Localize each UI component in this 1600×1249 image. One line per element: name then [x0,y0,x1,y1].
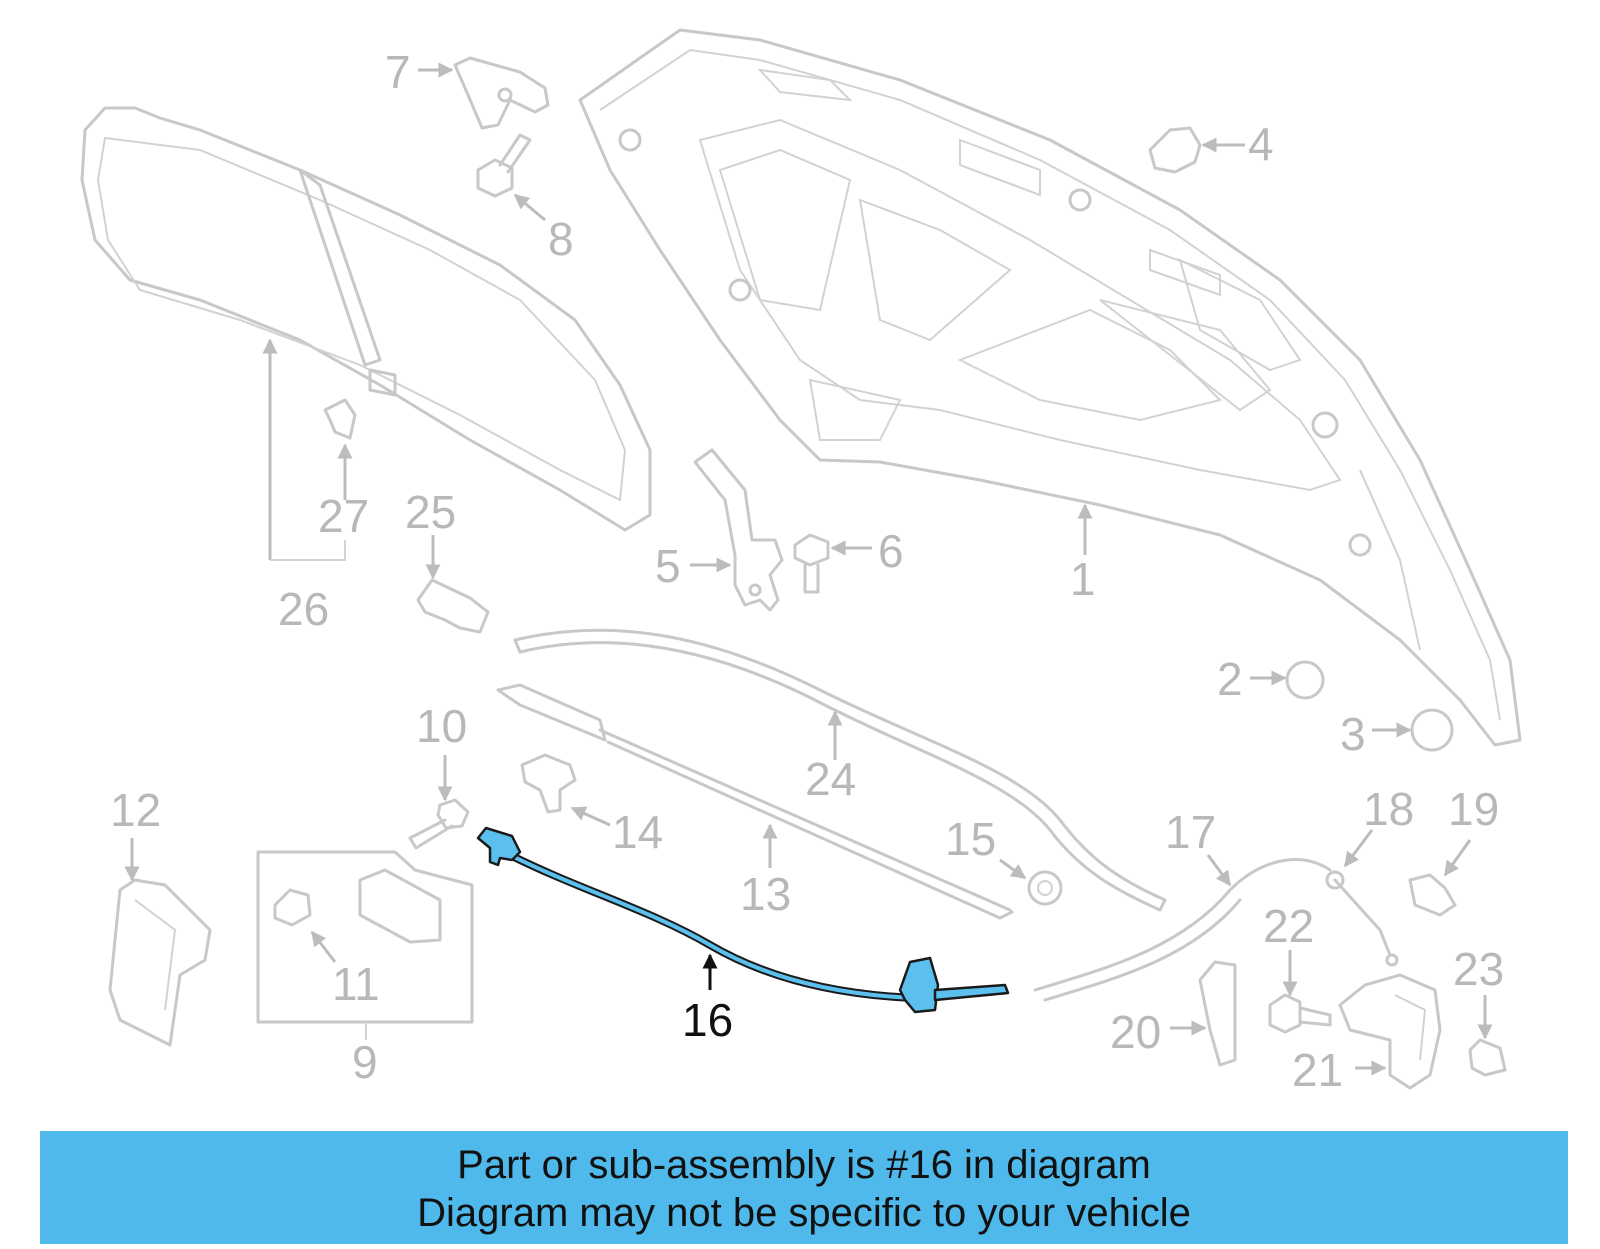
part-4-bumper [1148,126,1202,174]
callout-16: 16 [682,994,733,1046]
part-22-bolt [1268,993,1332,1034]
callout-14: 14 [612,806,663,858]
callout-3: 3 [1340,708,1366,760]
part-10-screw [408,798,470,850]
part-15-grommet [1027,870,1063,906]
part-8-bolt [476,133,532,198]
part-9-assembly-box [256,850,474,1024]
part-26-hood-insulator [80,106,652,532]
callout-8: 8 [548,213,574,265]
banner-line-disclaimer: Diagram may not be specific to your vehi… [417,1191,1191,1235]
part-2-plug [1285,660,1325,700]
parts-diagram: 7 8 4 27 25 26 5 6 1 2 3 24 10 14 13 15 … [80,28,1522,1096]
part-20-release-handle [1198,960,1237,1067]
callout-12: 12 [110,784,161,836]
callout-11: 11 [332,958,380,1010]
part-17-cable [1033,858,1399,1002]
callout-18: 18 [1363,783,1414,835]
part-24-seal [513,628,1167,912]
callout-1: 1 [1070,553,1096,605]
part-13-prop-rod [496,683,1014,920]
part-7-bracket [453,56,550,130]
callout-27: 27 [318,490,369,542]
callout-4: 4 [1248,118,1274,170]
callout-26: 26 [278,583,329,635]
part-25-bumper [416,578,490,634]
callout-5: 5 [655,540,681,592]
callout-2: 2 [1217,653,1243,705]
part-14-retainer [520,753,577,814]
callout-leaders [124,62,1493,1076]
callout-17: 17 [1165,806,1216,858]
part-1-hood [578,28,1522,747]
banner-line-part: Part or sub-assembly is #16 in diagram [457,1143,1151,1187]
part-27-clip [323,398,357,440]
callout-13: 13 [740,868,791,920]
callout-9: 9 [352,1036,378,1088]
info-banner: Part or sub-assembly is #16 in diagram D… [40,1131,1568,1244]
callout-25: 25 [405,486,456,538]
callout-19: 19 [1448,783,1499,835]
part-16-release-cable [476,826,1010,1014]
part-12-bracket [108,878,212,1047]
callout-7: 7 [385,46,411,98]
part-5-hinge [693,448,784,612]
callout-23: 23 [1453,943,1504,995]
callout-10: 10 [416,700,467,752]
part-19-clip [1408,873,1457,917]
callout-20: 20 [1110,1006,1161,1058]
part-3-plug [1410,708,1454,752]
callout-24: 24 [805,753,856,805]
callout-22: 22 [1263,900,1314,952]
callout-21: 21 [1292,1044,1343,1096]
part-21-latch [1338,973,1442,1090]
part-6-bolt [793,533,830,594]
callout-6: 6 [878,525,904,577]
part-23-clip [1468,1038,1507,1077]
callout-15: 15 [945,813,996,865]
callout-labels: 7 8 4 27 25 26 5 6 1 2 3 24 10 14 13 15 … [110,46,1504,1096]
